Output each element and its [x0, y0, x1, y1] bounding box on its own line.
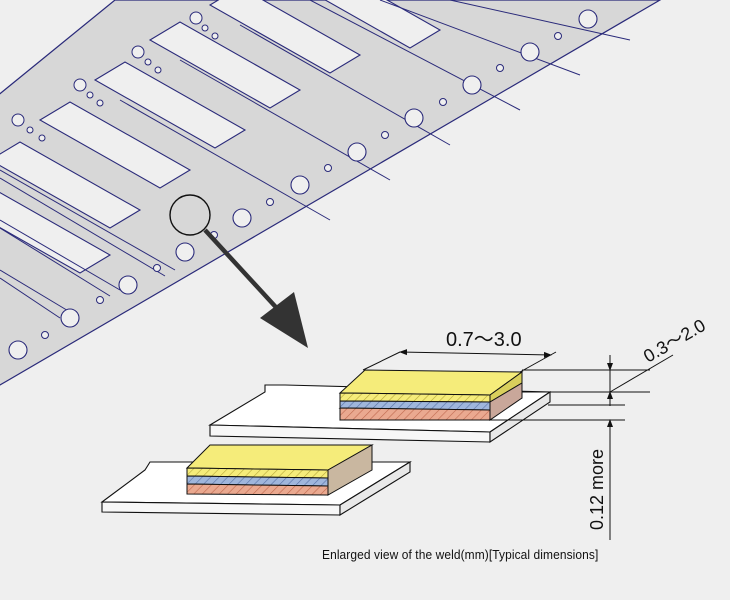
arrow-down-right-icon [203, 228, 308, 348]
strip-slots [0, 0, 442, 274]
lower-base-side [339, 461, 411, 516]
dimension-width-label: 0.7～3.0 [446, 329, 522, 351]
upper-weld-assembly [208, 369, 552, 444]
circle-highlight-icon [169, 194, 211, 236]
figure-caption: Enlarged view of the weld(mm)[Typical di… [322, 547, 599, 562]
dimension-base-label: 0.12 more [587, 449, 607, 530]
carrier-strip [0, 0, 662, 386]
lower-weld-assembly [100, 444, 412, 516]
strip-holes-large [8, 9, 598, 360]
dimension-width [362, 349, 557, 373]
dimension-base [490, 392, 625, 540]
upper-base-side [489, 390, 551, 444]
dimension-thickness-label: 0.3～2.0 [640, 315, 709, 366]
